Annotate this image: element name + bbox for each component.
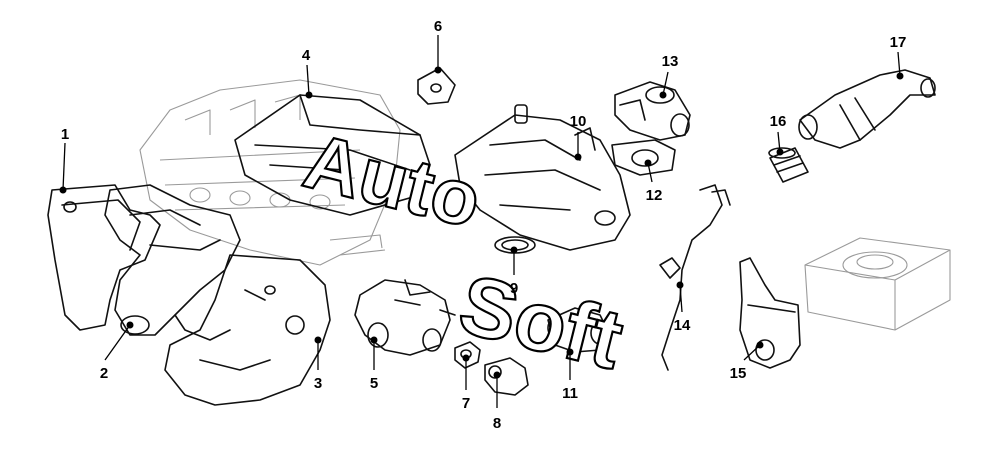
throttle-body-part [614, 81, 691, 141]
bracket-part [417, 67, 456, 105]
callout-11: 11 [562, 385, 578, 402]
callout-15: 15 [730, 365, 747, 382]
callout-9: 9 [510, 280, 518, 297]
callout-7: 7 [462, 395, 470, 412]
pipe-elbow-part [484, 357, 529, 396]
callout-4: 4 [302, 47, 311, 64]
watermark-line-2: Soft [451, 256, 632, 387]
egr-valve-part [547, 307, 611, 353]
intake-manifold-part [454, 104, 631, 251]
callout-6: 6 [434, 18, 442, 35]
callout-16: 16 [770, 113, 787, 130]
callout-leaders [59, 35, 904, 408]
callout-5: 5 [370, 375, 378, 392]
callout-10: 10 [570, 113, 587, 130]
callout-labels: 1 2 3 4 5 6 7 8 9 10 11 12 13 14 15 16 1… [61, 18, 907, 432]
egr-pipe-part [659, 184, 731, 371]
callout-1: 1 [61, 126, 69, 143]
hose-connector-part [768, 147, 809, 183]
cam-cover-part [234, 94, 431, 216]
callout-13: 13 [662, 53, 679, 70]
thermostat-housing-part [354, 279, 456, 356]
callout-2: 2 [100, 365, 108, 382]
callout-12: 12 [646, 187, 663, 204]
intake-duct-part [798, 69, 936, 149]
exhaust-manifold-part [104, 184, 241, 341]
callout-17: 17 [890, 34, 907, 51]
lower-shield-part [164, 254, 331, 406]
callout-14: 14 [674, 317, 691, 334]
heat-shield-part [47, 184, 161, 331]
callout-8: 8 [493, 415, 501, 432]
air-filter-box-outline [804, 237, 951, 331]
watermark-line-1: Auto [296, 116, 490, 244]
resonator-part [739, 257, 801, 369]
throttle-gasket-part [611, 139, 676, 176]
callout-3: 3 [314, 375, 322, 392]
